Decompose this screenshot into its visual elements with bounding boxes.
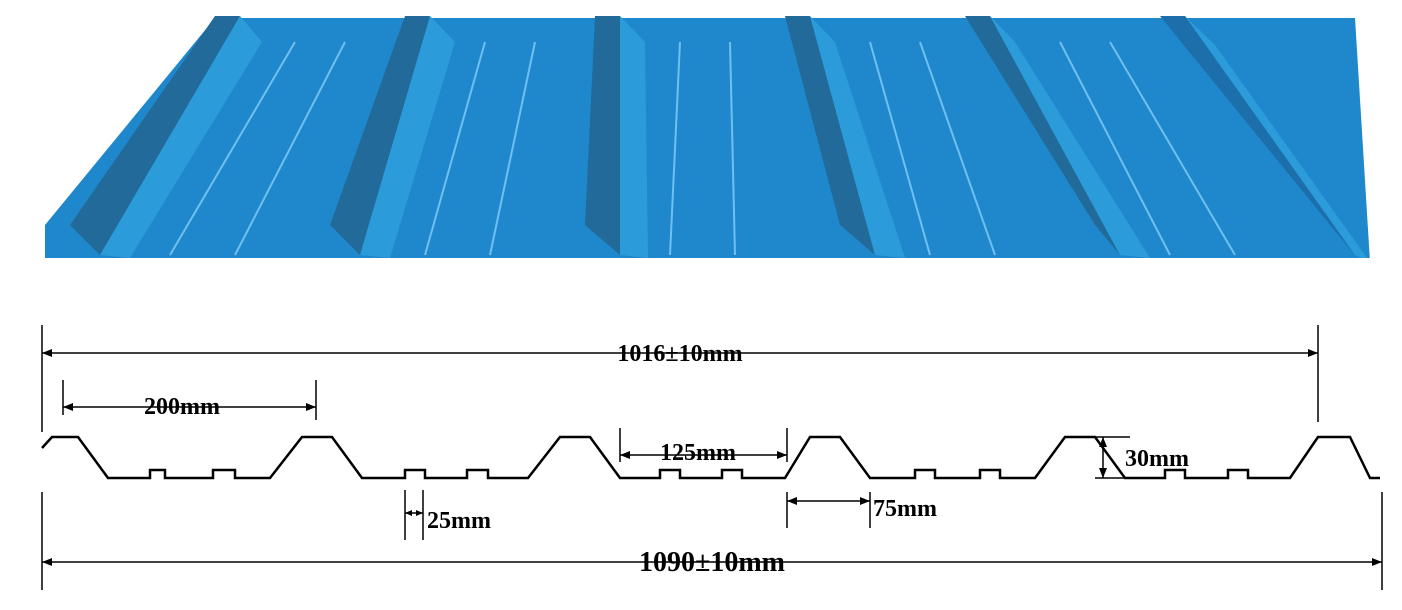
rib-pitch-label: 200mm	[144, 394, 220, 420]
rib-5-dark-face	[965, 16, 1120, 255]
rib-1-dark-face	[70, 16, 240, 255]
rib-3-dark-face	[585, 16, 620, 255]
rib-3-light-face	[620, 16, 648, 258]
rib-4-dark-face	[785, 16, 875, 255]
trough-width-label: 125mm	[660, 440, 736, 466]
rib-1-light-face	[100, 16, 262, 258]
rib-4-light-face	[810, 16, 905, 258]
profile-cross-section	[41, 435, 1380, 480]
sheet-stiffeners	[169, 41, 1236, 256]
stiffener-width-label: 25mm	[427, 508, 491, 534]
rib-6-dark-face	[1160, 16, 1355, 255]
total-width-label: 1090±10mm	[639, 547, 785, 578]
rib-2-light-face	[360, 16, 455, 258]
rib-6-light-face	[1185, 16, 1370, 262]
profile-height-label: 30mm	[1125, 446, 1189, 472]
crest-offset-label: 75mm	[873, 496, 937, 522]
rib-5-light-face	[990, 16, 1150, 258]
rib-2-dark-face	[330, 16, 430, 255]
dimension-lines	[41, 325, 1383, 590]
roof-sheet-illustration	[45, 16, 1375, 264]
sheet-bottom-edge	[45, 258, 1375, 264]
sheet-ribs	[70, 16, 1370, 262]
cover-width-label: 1016±10mm	[617, 341, 742, 367]
